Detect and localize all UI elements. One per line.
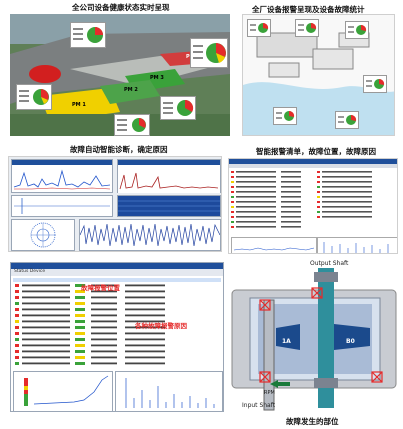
waveform-chart [14,198,110,214]
fault-marker[interactable] [371,371,383,383]
pm1-area[interactable] [40,88,120,122]
fault-marker[interactable] [311,287,323,299]
caption-plant-alarms: 全厂设备报警呈现及设备故障统计 [252,5,365,14]
output-shaft-label: Output Shaft [310,260,349,267]
status-widget[interactable] [70,22,106,48]
gearbox-schematic [231,268,397,411]
alarm-list-right[interactable] [317,170,397,236]
window-menubar: Status Device [11,269,223,276]
gear-right[interactable] [334,324,370,350]
gear-left-label: 1A [282,338,291,345]
alarm-bubble[interactable] [29,65,61,83]
status-widget[interactable] [190,38,228,68]
spectrum-chart-window[interactable] [117,159,221,193]
diagnosis-panel [8,156,222,252]
vibration-window[interactable] [79,219,221,251]
overlay-fault-alarm-location: 故障报警位置 [81,284,120,292]
alarm-spectrum-mini[interactable] [317,237,397,253]
spectrum-mini-window[interactable] [115,371,223,411]
trend-mini-window[interactable] [13,371,113,411]
caption-company-health: 全公司设备健康状态实时呈现 [72,3,170,12]
alarm-widget[interactable] [363,75,387,93]
fault-marker[interactable] [259,299,271,311]
rpm-arrow-icon [270,380,290,388]
caption-smart-alarm-list: 智能报警清单，故障位置，故障原因 [256,147,376,156]
status-widget[interactable] [160,96,196,120]
caption-fault-location: 故障发生的部位 [286,417,339,426]
fault-table[interactable] [13,278,221,370]
alarm-trend-mini[interactable] [231,237,317,253]
waterfall-chart [118,196,220,216]
input-shaft-label: Input Shaft [242,402,276,409]
spectrum-chart [118,165,220,193]
menu-status-device[interactable]: Status Device [14,269,46,274]
pm3-label: PM 3 [150,75,164,81]
fault-marker[interactable] [259,371,271,383]
orbit-plot [30,222,56,248]
status-widget[interactable] [114,114,150,136]
status-widget[interactable] [16,84,52,110]
output-shaft[interactable] [318,268,334,408]
window-titlebar [229,159,397,164]
alarm-list-left[interactable] [231,170,315,236]
waveform-window[interactable] [11,195,113,217]
orbit-plot-window[interactable] [11,219,75,251]
pm1-label: PM 1 [72,102,86,108]
vibration-chart [79,223,221,247]
window-menubar [229,164,397,168]
plant-map-panel [242,14,395,136]
alarm-widget[interactable] [295,19,319,37]
trend-chart [13,169,111,190]
gearbox-diagram: Output Shaft Input Shaft 1A B0 RPM [230,260,398,412]
alarm-widget[interactable] [273,107,297,125]
pm2-label: PM 2 [124,87,138,93]
alarm-list-panel [228,158,398,254]
pm2-area[interactable] [100,80,160,104]
alarm-widget[interactable] [247,19,271,37]
gear-right-label: B0 [346,338,355,345]
caption-auto-diagnosis: 故障自动智能诊断，确定原因 [70,145,168,154]
fault-list-window: Status Device 故障报警位置 各种故障报警 [10,262,224,412]
rpm-label: RPM [264,390,275,396]
gear-left[interactable] [276,324,300,350]
waterfall-window[interactable] [117,195,221,217]
trend-chart-window[interactable] [11,159,113,193]
alarm-widget[interactable] [335,111,359,129]
overlay-fault-alarm-causes: 各种故障报警原因 [135,322,187,330]
plant-health-panel: PM 1 PM 2 PM 3 PM 4 [10,14,230,136]
window-titlebar [11,263,223,269]
alarm-widget[interactable] [345,21,369,39]
